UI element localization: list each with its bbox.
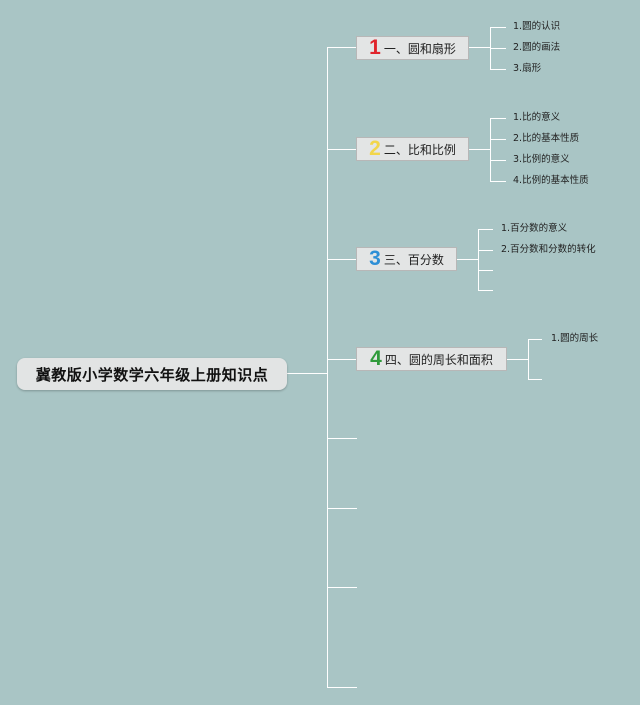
leaf-topic[interactable]: 1.比的意义 — [513, 112, 561, 123]
branch-label-3: 三、百分数 — [383, 252, 444, 267]
leaf-connector — [507, 359, 528, 360]
branch-topic-3[interactable]: 3 三、百分数 — [356, 247, 457, 271]
empty-branch-stub — [327, 508, 357, 509]
leaf-stub — [490, 160, 506, 161]
leaf-stub — [478, 250, 493, 251]
leaf-trunk — [490, 118, 491, 181]
branch-number-1: 1 — [369, 36, 381, 59]
leaf-topic[interactable]: 1.百分数的意义 — [501, 223, 568, 234]
leaf-topic[interactable]: 3.比例的意义 — [513, 154, 570, 165]
leaf-stub — [490, 69, 506, 70]
leaf-stub — [478, 270, 493, 271]
branch-number-3: 3 — [369, 247, 381, 270]
empty-branch-stub — [327, 587, 357, 588]
branch-label-2: 二、比和比例 — [383, 142, 456, 157]
leaf-connector — [469, 149, 490, 150]
empty-branch-stub — [327, 438, 357, 439]
branch-stub — [327, 359, 357, 360]
branch-topic-2[interactable]: 2 二、比和比例 — [356, 137, 469, 161]
leaf-topic[interactable]: 1.圆的认识 — [513, 21, 561, 32]
root-connector — [287, 373, 328, 374]
leaf-topic[interactable]: 3.扇形 — [513, 63, 542, 74]
leaf-stub — [528, 379, 542, 380]
branch-stub — [327, 259, 357, 260]
branch-topic-4[interactable]: 4 四、圆的周长和面积 — [356, 347, 507, 371]
leaf-topic[interactable]: 2.百分数和分数的转化 — [501, 244, 596, 255]
leaf-connector — [457, 259, 478, 260]
leaf-stub — [478, 229, 493, 230]
branch-label-1: 一、圆和扇形 — [383, 41, 456, 56]
leaf-topic[interactable]: 2.圆的画法 — [513, 42, 561, 53]
leaf-topic[interactable]: 1.圆的周长 — [551, 333, 599, 344]
leaf-stub — [490, 181, 506, 182]
leaf-topic[interactable]: 2.比的基本性质 — [513, 133, 580, 144]
leaf-stub — [490, 27, 506, 28]
root-topic[interactable]: 冀教版小学数学六年级上册知识点 — [17, 358, 287, 390]
branch-number-2: 2 — [369, 137, 381, 160]
empty-branch-stub — [327, 687, 357, 688]
leaf-stub — [490, 48, 506, 49]
branch-stub — [327, 47, 357, 48]
root-title: 冀教版小学数学六年级上册知识点 — [35, 365, 269, 384]
leaf-trunk — [478, 229, 479, 291]
leaf-connector — [469, 47, 490, 48]
main-trunk — [327, 47, 328, 688]
branch-label-4: 四、圆的周长和面积 — [384, 352, 493, 367]
branch-topic-1[interactable]: 1 一、圆和扇形 — [356, 36, 469, 60]
leaf-stub — [528, 339, 542, 340]
branch-stub — [327, 149, 357, 150]
leaf-stub — [490, 139, 506, 140]
leaf-topic[interactable]: 4.比例的基本性质 — [513, 175, 589, 186]
leaf-stub — [490, 118, 506, 119]
leaf-stub — [478, 290, 493, 291]
leaf-trunk — [528, 339, 529, 380]
branch-number-4: 4 — [370, 347, 382, 370]
